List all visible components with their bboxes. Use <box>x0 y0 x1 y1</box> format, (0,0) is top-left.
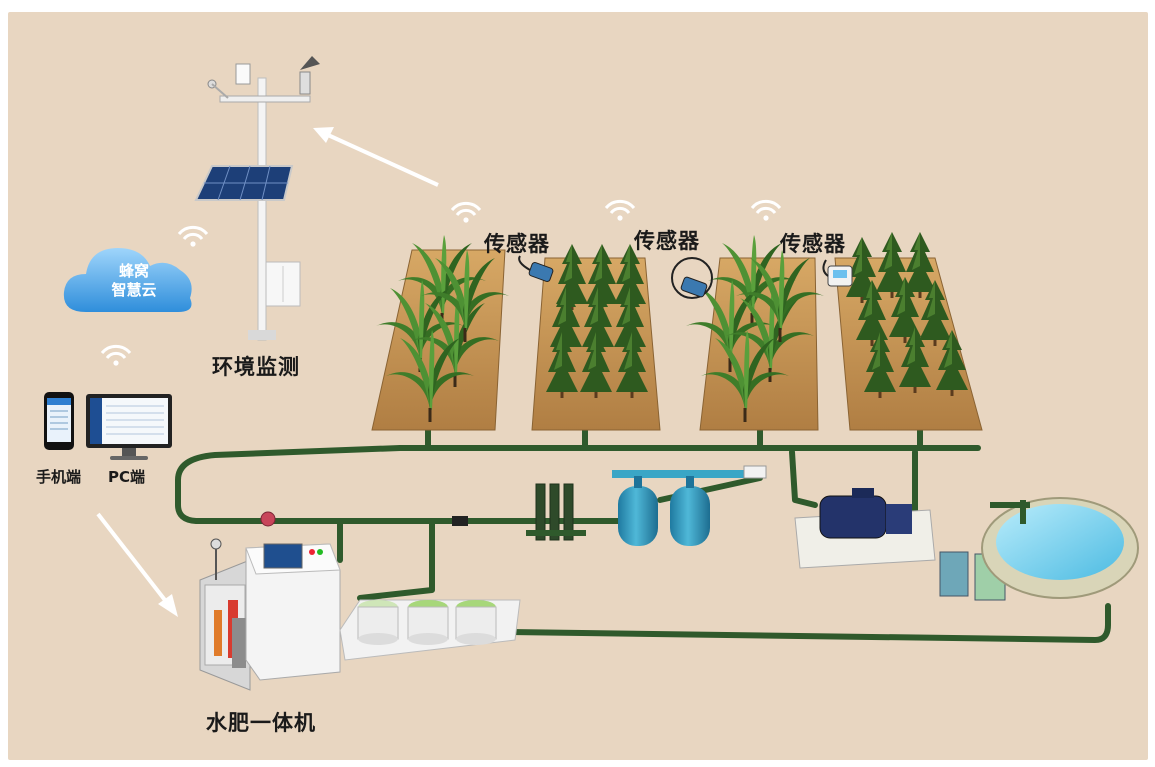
sand-filter-tanks <box>612 470 762 546</box>
cloud-label-line1: 蜂窝 <box>118 262 149 280</box>
sensor-label-3: 传感器 <box>780 232 846 256</box>
phone-icon <box>44 392 74 450</box>
cloud-label-line2: 智慧云 <box>111 281 157 299</box>
pc-label: PC端 <box>108 468 146 486</box>
sensor-label-2: 传感器 <box>634 229 700 253</box>
sensor-icon <box>518 255 853 299</box>
monitor-icon <box>86 394 172 460</box>
disc-filters <box>526 483 586 541</box>
fertilizer-tanks <box>339 599 521 661</box>
cloud-label: 蜂窝 智慧云 <box>84 262 184 300</box>
valve-icon <box>260 465 767 527</box>
weather-station-icon <box>207 56 320 341</box>
sensor-label-1: 传感器 <box>484 232 550 256</box>
pump-icon <box>794 488 1006 601</box>
env-monitor-label: 环境监测 <box>212 355 300 379</box>
phone-label: 手机端 <box>36 468 82 486</box>
fertigation-machine-icon <box>199 538 341 691</box>
solar-panel-icon <box>194 165 294 201</box>
fertigation-machine-label: 水肥一体机 <box>206 711 316 735</box>
cloud-icon <box>63 248 192 312</box>
data-flow-arrows <box>96 127 439 617</box>
pool-icon <box>981 497 1139 599</box>
